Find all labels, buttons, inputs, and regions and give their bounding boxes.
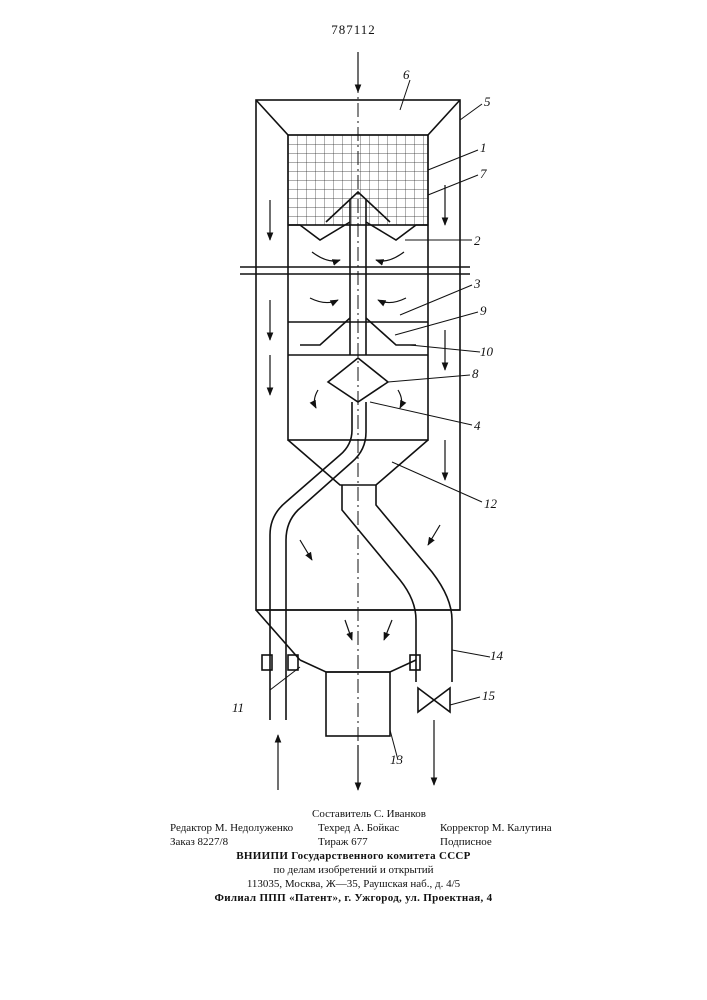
arrow-diag-left [300, 540, 312, 560]
support-right [288, 655, 298, 670]
circulation: Тираж 677 [318, 836, 368, 849]
label-7: 7 [480, 166, 487, 181]
address: 113035, Москва, Ж—35, Раушская наб., д. … [0, 878, 707, 891]
institute-line-1: ВНИИПИ Государственного комитета СССР [0, 850, 707, 863]
hood-left-edge [256, 100, 288, 135]
hopper-left-edge [256, 610, 300, 660]
label-13: 13 [390, 752, 404, 767]
arrow-curve-4 [378, 298, 406, 303]
label-4: 4 [474, 418, 481, 433]
arrow-hopper-left [345, 620, 352, 640]
compiler: Составитель С. Иванков [312, 808, 426, 821]
arrow-curve-3 [310, 298, 338, 303]
arrow-curve-5 [314, 390, 318, 408]
pipe-14-inner [376, 485, 452, 682]
corrector: Корректор М. Калутина [440, 822, 552, 835]
arrow-curve-2 [376, 252, 404, 261]
valve-15 [418, 688, 450, 712]
label-10: 10 [480, 344, 494, 359]
editor: Редактор М. Недолуженко [170, 822, 293, 835]
subscription: Подписное [440, 836, 492, 849]
techred: Техред А. Бойкас [318, 822, 399, 835]
label-3: 3 [473, 276, 481, 291]
label-14: 14 [490, 648, 504, 663]
label-2: 2 [474, 233, 481, 248]
arrow-diag-right [428, 525, 440, 545]
label-6: 6 [403, 67, 410, 82]
hood-right-edge [428, 100, 460, 135]
label-15: 15 [482, 688, 496, 703]
arrow-curve-6 [398, 390, 402, 408]
arrow-hopper-right [384, 620, 392, 640]
branch: Филиал ППП «Патент», г. Ужгород, ул. Про… [0, 892, 707, 905]
label-8: 8 [472, 366, 479, 381]
institute-line-2: по делам изобретений и открытий [0, 864, 707, 877]
label-1: 1 [480, 140, 487, 155]
label-9: 9 [480, 303, 487, 318]
label-11: 11 [232, 700, 244, 715]
order: Заказ 8227/8 [170, 836, 228, 849]
arrow-curve-1 [312, 252, 340, 261]
label-12: 12 [484, 496, 498, 511]
pipe-14 [342, 485, 416, 682]
label-5: 5 [484, 94, 491, 109]
